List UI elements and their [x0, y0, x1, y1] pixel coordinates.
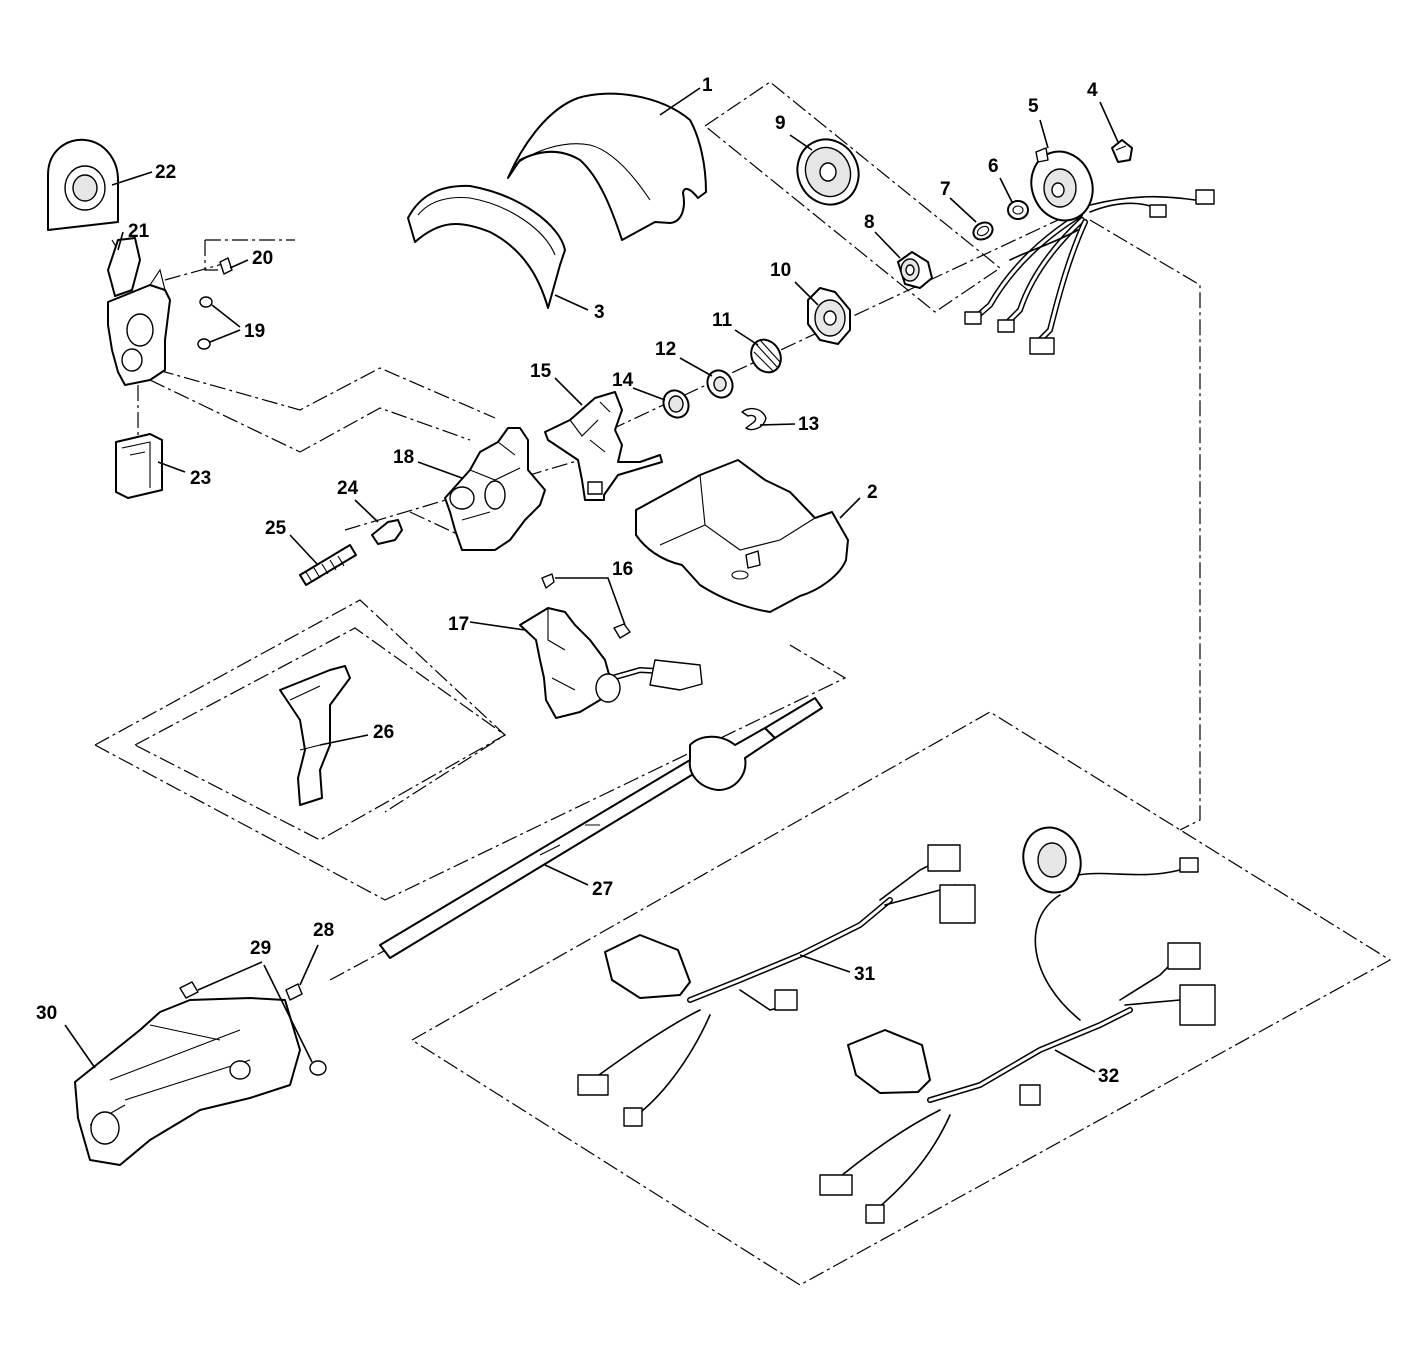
part-1-upper-shroud: [507, 92, 707, 241]
dash-outline-turn-signal: [94, 599, 847, 901]
part-16-screws: [541, 573, 631, 639]
callout-26: 26: [373, 722, 394, 743]
callout-5: 5: [1028, 96, 1039, 117]
part-8-bushing: [897, 251, 933, 289]
part-11-spring: [750, 338, 782, 374]
callout-27: 27: [592, 879, 613, 900]
part-14-bearing: [662, 389, 690, 419]
part-26-lever: [279, 665, 351, 806]
part-15-housing: [544, 391, 663, 501]
dash-outline-lever: [133, 627, 507, 841]
callout-31: 31: [854, 964, 876, 985]
dash-line-lock-to-housing-2: [149, 379, 471, 453]
part-27-shaft: [379, 697, 823, 959]
part-25-spring: [299, 544, 357, 586]
callout-9: 9: [775, 113, 786, 134]
callout-28: 28: [313, 920, 334, 941]
part-29-bushings: [179, 981, 327, 1076]
part-2-lower-shroud: [635, 459, 849, 613]
group-outlines: [94, 81, 1392, 1286]
callout-8: 8: [864, 212, 875, 233]
callout-2: 2: [867, 482, 878, 503]
part-6-clip: [1007, 200, 1029, 220]
dash-line-lock-to-housing: [157, 367, 496, 419]
callout-12: 12: [655, 339, 676, 360]
dash-outline-bracket-a: [204, 239, 295, 271]
callout-25: 25: [265, 518, 287, 539]
callout-10: 10: [770, 260, 791, 281]
callout-30: 30: [36, 1003, 57, 1024]
leader-lines: [64, 87, 1119, 1073]
callout-29: 29: [250, 938, 271, 959]
part-20-screw: [219, 257, 233, 275]
part-22-bezel: [47, 138, 119, 231]
part-28-bushing: [285, 983, 303, 1001]
part-7-ring: [972, 221, 994, 241]
part-9-disc: [796, 138, 860, 206]
part-18-bracket: [444, 427, 546, 551]
callout-17: 17: [448, 614, 469, 635]
part-32-wiring-harness: [819, 826, 1216, 1224]
callout-18: 18: [393, 447, 414, 468]
part-12-ring: [706, 369, 734, 399]
part-3-trim-shroud: [407, 184, 566, 309]
callout-15: 15: [530, 361, 552, 382]
callout-13: 13: [798, 414, 819, 435]
callout-23: 23: [190, 468, 211, 489]
callout-14: 14: [612, 370, 634, 391]
callout-32: 32: [1098, 1066, 1119, 1087]
part-24-pin: [371, 519, 403, 545]
callout-6: 6: [988, 156, 999, 177]
callout-4: 4: [1087, 80, 1098, 101]
dash-outline-harness: [410, 711, 1392, 1286]
callout-19: 19: [244, 321, 265, 342]
part-19-screws: [197, 296, 213, 350]
callout-20: 20: [252, 248, 273, 269]
part-13-clip: [741, 407, 767, 431]
part-10-gear: [807, 287, 851, 345]
part-5-clock-spring: [964, 147, 1215, 355]
callout-22: 22: [155, 162, 176, 183]
part-23-switch: [115, 433, 163, 499]
callout-24: 24: [337, 478, 359, 499]
dash-outline-right-vertical: [1089, 219, 1201, 831]
callout-16: 16: [612, 559, 633, 580]
dash-outline-upper-right: [703, 81, 1002, 313]
part-30-mounting-bracket: [74, 997, 301, 1166]
part-17-switch: [519, 607, 703, 719]
callout-21: 21: [128, 221, 150, 242]
callout-3: 3: [594, 302, 605, 323]
callout-labels: 1 2 3 4 5 6 7 8 9 10 11 12 13 14 15 16 1…: [36, 75, 1119, 1087]
dash-line-bolts-20: [164, 261, 231, 281]
part-21-lock-cylinder: [107, 237, 171, 386]
callout-1: 1: [702, 75, 713, 96]
part-4-clip: [1111, 139, 1133, 163]
callout-7: 7: [940, 179, 951, 200]
callout-11: 11: [712, 310, 733, 331]
